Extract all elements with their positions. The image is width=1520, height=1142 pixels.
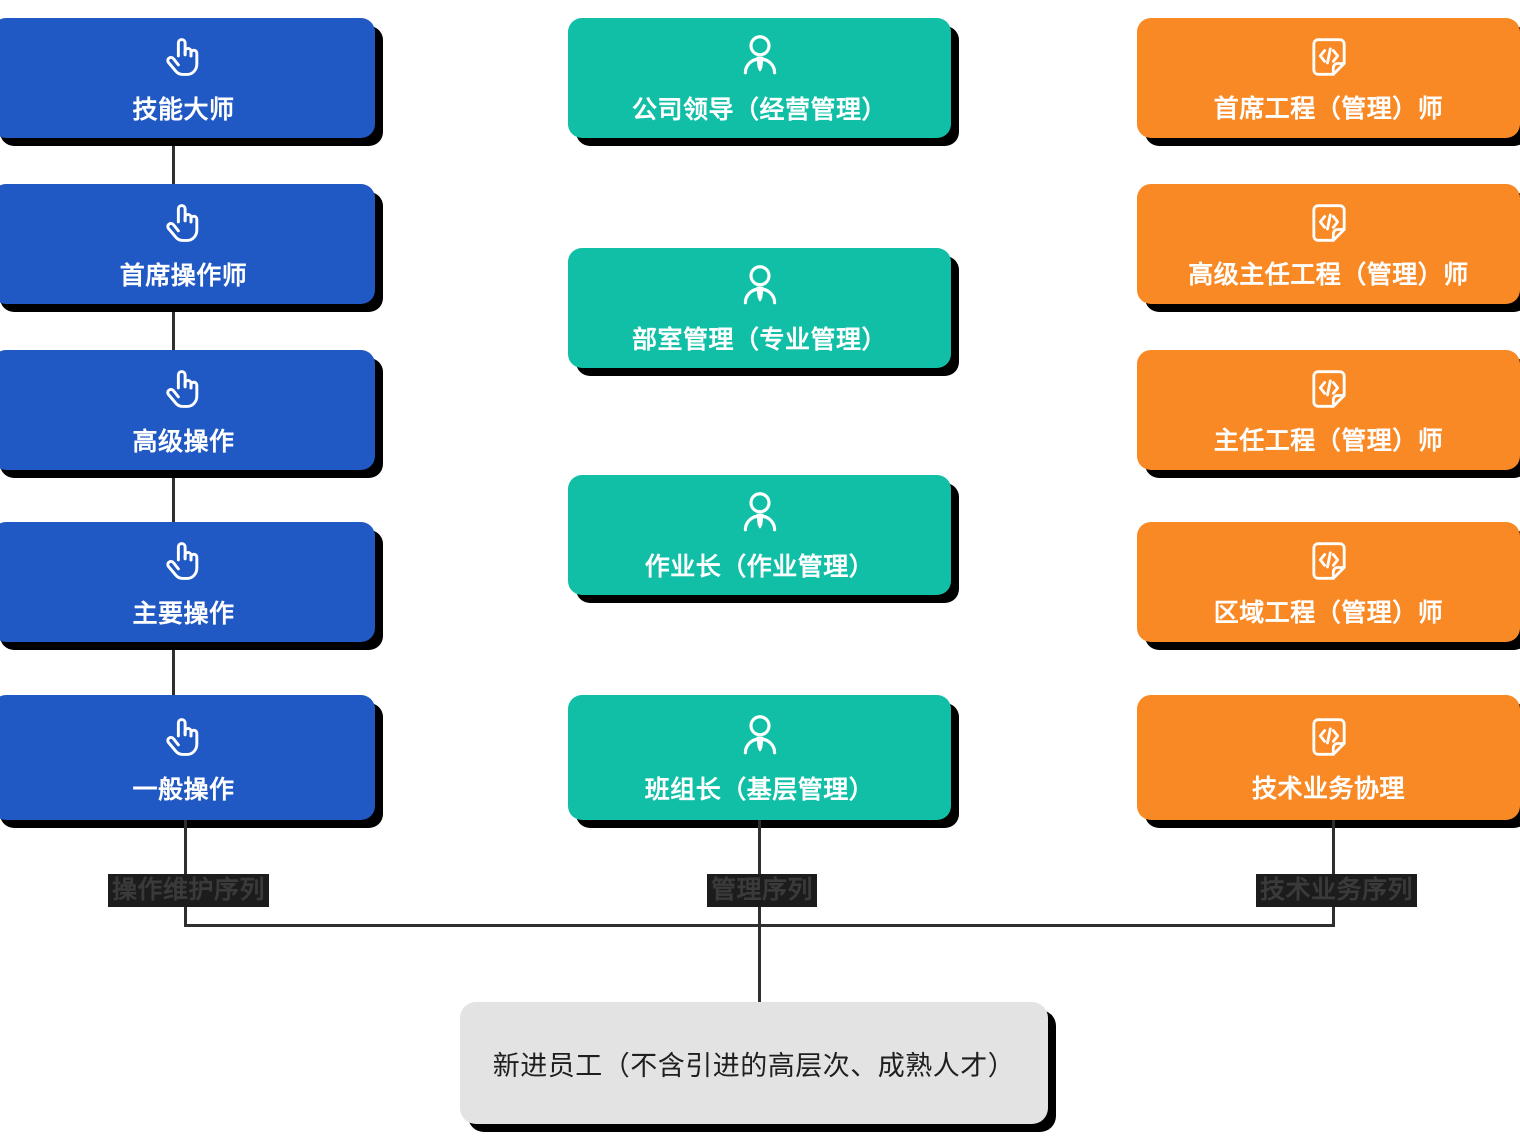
connector-bus-to-entry — [758, 924, 761, 1004]
code-document-icon — [1303, 535, 1355, 587]
person-tie-icon — [733, 260, 787, 314]
connector-technical-to-bus — [1332, 820, 1335, 927]
card-label: 班组长（基层管理） — [644, 775, 875, 804]
card-technical-level-3[interactable]: 主任工程（管理）师 — [1137, 350, 1520, 470]
code-document-icon — [1303, 31, 1355, 83]
hand-pointer-icon — [157, 534, 211, 588]
card-label: 部室管理（专业管理） — [631, 326, 887, 354]
connector-operation-1-2 — [172, 146, 175, 184]
card-operation-level-5[interactable]: 一般操作 — [0, 695, 375, 820]
card-label: 一般操作 — [132, 775, 235, 804]
sequence-label-operation: 操作维护序列 — [108, 874, 270, 907]
card-label: 高级主任工程（管理）师 — [1188, 261, 1469, 289]
connector-management-to-bus — [758, 820, 761, 927]
card-label: 主要操作 — [132, 600, 235, 628]
card-label: 作业长（作业管理） — [644, 553, 875, 581]
card-entry-node[interactable]: 新进员工（不含引进的高层次、成熟人才） — [460, 1002, 1048, 1124]
card-label: 技能大师 — [132, 96, 235, 124]
person-tie-icon — [733, 30, 787, 84]
card-technical-level-4[interactable]: 区域工程（管理）师 — [1137, 522, 1520, 642]
card-label: 区域工程（管理）师 — [1213, 599, 1444, 627]
card-technical-level-2[interactable]: 高级主任工程（管理）师 — [1137, 184, 1520, 304]
card-operation-level-1[interactable]: 技能大师 — [0, 18, 375, 138]
card-management-level-4[interactable]: 班组长（基层管理） — [568, 695, 951, 820]
connector-operation-3-4 — [172, 478, 175, 522]
card-management-level-2[interactable]: 部室管理（专业管理） — [568, 248, 951, 368]
person-tie-icon — [733, 710, 787, 764]
card-label: 高级操作 — [132, 428, 235, 456]
card-label: 公司领导（经营管理） — [631, 96, 887, 124]
hand-pointer-icon — [157, 362, 211, 416]
card-technical-level-1[interactable]: 首席工程（管理）师 — [1137, 18, 1520, 138]
connector-operation-to-bus — [184, 820, 187, 927]
card-management-level-3[interactable]: 作业长（作业管理） — [568, 475, 951, 595]
hand-pointer-icon — [157, 196, 211, 250]
code-document-icon — [1303, 197, 1355, 249]
code-document-icon — [1303, 363, 1355, 415]
card-operation-level-3[interactable]: 高级操作 — [0, 350, 375, 470]
person-tie-icon — [733, 487, 787, 541]
connector-operation-4-5 — [172, 650, 175, 695]
sequence-label-management: 管理序列 — [707, 874, 818, 907]
code-document-icon — [1303, 711, 1355, 763]
card-label: 首席工程（管理）师 — [1213, 95, 1444, 123]
hand-pointer-icon — [157, 30, 211, 84]
card-label: 首席操作师 — [119, 262, 248, 290]
hand-pointer-icon — [157, 710, 211, 764]
card-operation-level-2[interactable]: 首席操作师 — [0, 184, 375, 304]
card-technical-level-5[interactable]: 技术业务协理 — [1137, 695, 1520, 820]
sequence-label-technical: 技术业务序列 — [1256, 874, 1418, 907]
card-management-level-1[interactable]: 公司领导（经营管理） — [568, 18, 951, 138]
card-label: 技术业务协理 — [1251, 774, 1405, 803]
card-label: 新进员工（不含引进的高层次、成熟人才） — [492, 1050, 1016, 1081]
card-label: 主任工程（管理）师 — [1213, 427, 1444, 455]
connector-operation-2-3 — [172, 312, 175, 350]
card-operation-level-4[interactable]: 主要操作 — [0, 522, 375, 642]
